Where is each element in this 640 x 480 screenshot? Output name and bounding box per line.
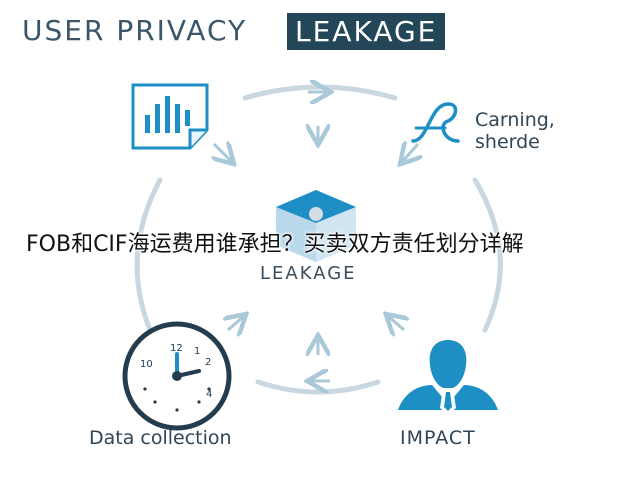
arrow-diagonal-right-top bbox=[402, 144, 418, 162]
cycle-arc-bottom bbox=[255, 379, 381, 395]
clock-number-10: 10 bbox=[140, 359, 153, 370]
top-right-label-line1: Carning, bbox=[475, 109, 555, 131]
person-tie-icon bbox=[398, 340, 498, 415]
arrow-diagonal-left-bottom bbox=[228, 316, 244, 330]
bar-chart-document-icon bbox=[131, 83, 209, 150]
arrow-diagonal-left-top bbox=[214, 144, 232, 162]
clock-number-1: 1 bbox=[194, 346, 200, 357]
center-node-label: LEAKAGE bbox=[260, 263, 357, 284]
clock-icon bbox=[122, 321, 232, 431]
page-title-part2: LEAKAGE bbox=[287, 13, 446, 50]
arrow-diagonal-right-bottom bbox=[388, 316, 404, 330]
hexagon-icon bbox=[276, 190, 356, 262]
clock-number-4: 4 bbox=[206, 389, 212, 400]
overlay-caption: FOB和CIF海运费用谁承担？买卖双方责任划分详解 bbox=[26, 232, 524, 257]
page-title-part1: USER PRIVACY bbox=[22, 14, 248, 47]
cycle-arc-left bbox=[134, 177, 163, 333]
clock-number-2: 2 bbox=[205, 357, 211, 368]
top-right-node-label: Carning, sherde bbox=[475, 109, 595, 153]
top-right-label-line2: sherde bbox=[475, 131, 540, 153]
bottom-right-node-label: IMPACT bbox=[400, 427, 476, 449]
clock-number-12: 12 bbox=[170, 343, 183, 354]
s-curve-icon bbox=[411, 102, 460, 143]
bottom-left-node-label: Data collection bbox=[89, 427, 232, 449]
cycle-arc-right bbox=[472, 177, 503, 333]
